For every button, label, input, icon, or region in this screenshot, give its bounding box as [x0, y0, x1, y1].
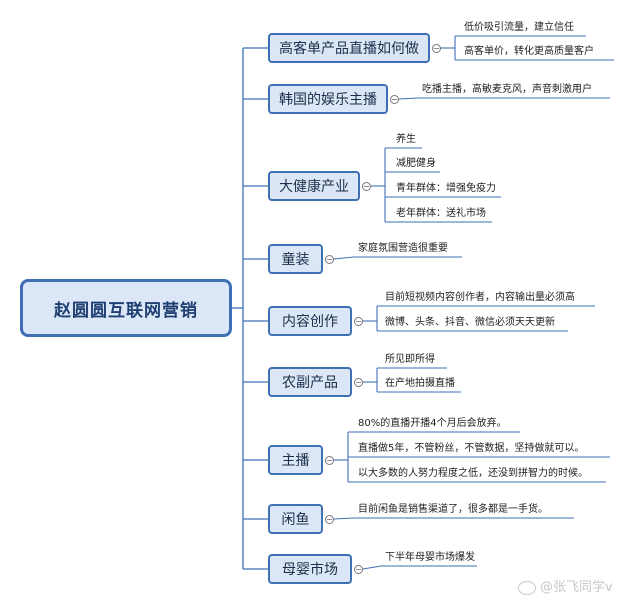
- subtopic-text[interactable]: 家庭氛围营造很重要: [358, 243, 448, 254]
- subtopic-text[interactable]: 吃播主播，高敏麦克风，声音刺激用户: [422, 84, 592, 95]
- subtopic-underline: [333, 517, 574, 520]
- subtopic-text[interactable]: 80%的直播开播4个月后会放弃。: [358, 418, 507, 429]
- collapse-toggle-icon[interactable]: −: [354, 565, 363, 574]
- subtopic-underline: [333, 256, 462, 260]
- topic-node[interactable]: 韩国的娱乐主播: [268, 84, 388, 114]
- collapse-toggle-icon[interactable]: −: [325, 515, 334, 524]
- topic-node[interactable]: 农副产品: [268, 367, 352, 397]
- collapse-toggle-icon[interactable]: −: [362, 182, 371, 191]
- subtopic-text[interactable]: 老年群体：送礼市场: [396, 208, 486, 219]
- watermark-text: @张飞同学v: [540, 580, 613, 595]
- subtopic-text[interactable]: 所见即所得: [385, 354, 435, 365]
- subtopic-underline: [362, 565, 477, 570]
- topic-node[interactable]: 闲鱼: [268, 504, 323, 534]
- topic-node[interactable]: 大健康产业: [268, 171, 360, 201]
- subtopic-text[interactable]: 青年群体：增强免疫力: [396, 183, 496, 194]
- collapse-toggle-icon[interactable]: −: [354, 317, 363, 326]
- watermark: @张飞同学v: [518, 576, 613, 595]
- subtopic-text[interactable]: 以大多数的人努力程度之低，还没到拼智力的时候。: [358, 468, 588, 479]
- collapse-toggle-icon[interactable]: −: [325, 255, 334, 264]
- topic-node[interactable]: 童装: [268, 244, 323, 274]
- collapse-toggle-icon[interactable]: −: [432, 44, 441, 53]
- topic-node[interactable]: 母婴市场: [268, 554, 352, 584]
- topic-node[interactable]: 内容创作: [268, 306, 352, 336]
- subtopic-text[interactable]: 直播做5年，不管粉丝，不管数据，坚持做就可以。: [358, 443, 585, 454]
- subtopic-text[interactable]: 下半年母婴市场爆发: [385, 552, 475, 563]
- subtopic-text[interactable]: 低价吸引流量，建立信任: [464, 22, 574, 33]
- subtopic-text[interactable]: 目前闲鱼是销售渠道了，很多都是一手货。: [358, 504, 548, 515]
- subtopic-text[interactable]: 减肥健身: [396, 158, 436, 169]
- subtopic-text[interactable]: 养生: [396, 134, 416, 145]
- topic-node[interactable]: 高客单产品直播如何做: [268, 33, 430, 63]
- subtopic-text[interactable]: 目前短视频内容创作者，内容输出量必须高: [385, 292, 575, 303]
- collapse-toggle-icon[interactable]: −: [325, 456, 334, 465]
- weibo-logo-icon: [518, 580, 536, 595]
- collapse-toggle-icon[interactable]: −: [390, 95, 399, 104]
- root-node[interactable]: 赵圆圆互联网营销: [20, 279, 232, 337]
- subtopic-text[interactable]: 在产地拍摄直播: [385, 378, 455, 389]
- subtopic-underline: [398, 97, 610, 100]
- subtopic-text[interactable]: 微博、头条、抖音、微信必须天天更新: [385, 317, 555, 328]
- subtopic-text[interactable]: 高客单价，转化更高质量客户: [464, 46, 594, 57]
- topic-node[interactable]: 主播: [268, 445, 323, 475]
- collapse-toggle-icon[interactable]: −: [354, 378, 363, 387]
